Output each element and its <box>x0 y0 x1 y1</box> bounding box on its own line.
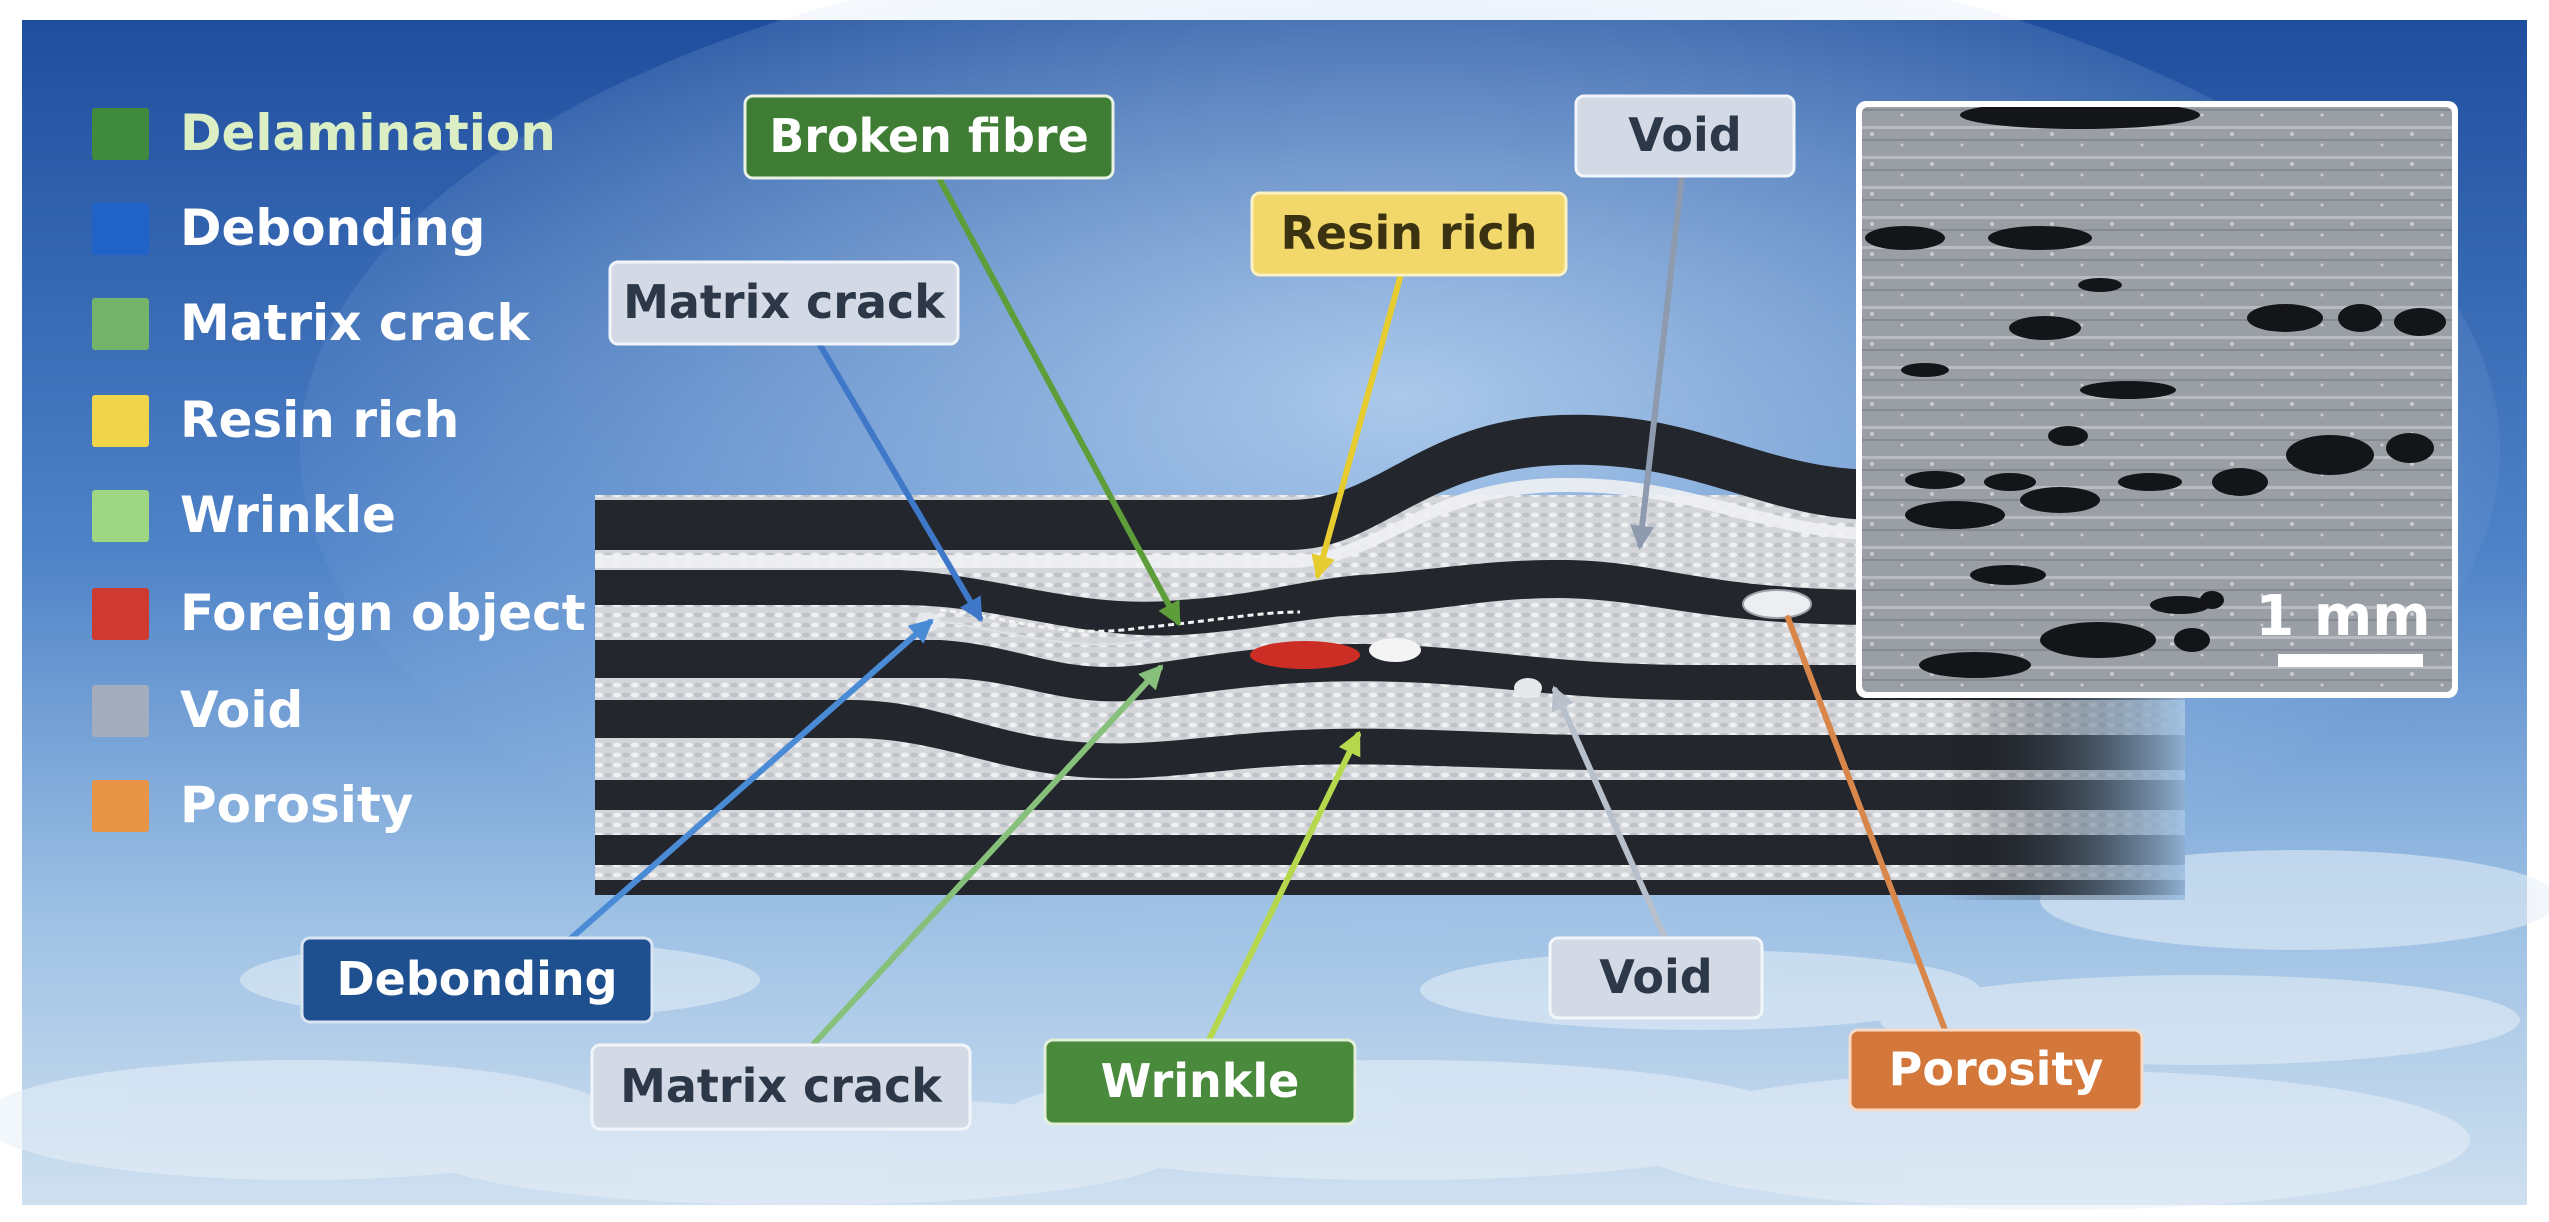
legend-item-void: Void <box>92 681 303 739</box>
callouts: Broken fibre Matrix crack Resin rich Voi… <box>300 94 2144 1131</box>
arrow-matrix-crack-bottom <box>807 664 1164 1051</box>
legend-label-resin-rich: Resin rich <box>180 391 459 449</box>
arrow-matrix-crack-top <box>817 342 983 623</box>
legend-label-delamination: Delamination <box>180 104 556 162</box>
legend-swatch-delamination <box>92 108 149 160</box>
legend-label-matrix-crack: Matrix crack <box>180 294 532 352</box>
callout-void-bottom-label: Void <box>1599 950 1712 1004</box>
legend-item-wrinkle: Wrinkle <box>92 486 396 544</box>
legend-item-delamination: Delamination <box>92 104 556 162</box>
callout-arrows <box>557 172 1948 1051</box>
arrow-debonding <box>557 618 934 951</box>
legend-item-resin-rich: Resin rich <box>92 391 459 449</box>
legend-item-debonding: Debonding <box>92 199 485 257</box>
legend-item-matrix-crack: Matrix crack <box>92 294 532 352</box>
clouds <box>0 850 2549 1210</box>
legend-swatch-matrix-crack <box>92 298 149 350</box>
micrograph-inset: 1 mm <box>1856 101 2458 698</box>
callout-wrinkle: Wrinkle <box>1043 1038 1357 1126</box>
scale-bar <box>2278 654 2423 667</box>
arrow-void-top <box>1630 172 1685 550</box>
legend-label-wrinkle: Wrinkle <box>180 486 396 544</box>
legend-label-debonding: Debonding <box>180 199 485 257</box>
legend-swatch-porosity <box>92 780 149 832</box>
legend-label-void: Void <box>180 681 303 739</box>
callout-matrix-crack-bottom: Matrix crack <box>590 1043 972 1131</box>
legend-item-porosity: Porosity <box>92 776 413 834</box>
arrow-wrinkle <box>1202 730 1361 1051</box>
callout-matrix-crack-bottom-label: Matrix crack <box>620 1059 943 1113</box>
callout-resin-rich-label: Resin rich <box>1281 206 1538 260</box>
callout-void-bottom: Void <box>1548 936 1764 1020</box>
scale-bar-label: 1 mm <box>2255 584 2430 649</box>
arrow-porosity <box>1785 615 1948 1033</box>
legend-swatch-debonding <box>92 203 149 255</box>
legend-swatch-resin-rich <box>92 395 149 447</box>
legend-label-foreign-object: Foreign object <box>180 584 586 642</box>
callout-debonding: Debonding <box>300 936 654 1024</box>
legend-label-porosity: Porosity <box>180 776 413 834</box>
legend-item-foreign-object: Foreign object <box>92 584 586 642</box>
callout-wrinkle-label: Wrinkle <box>1101 1054 1300 1108</box>
callout-debonding-label: Debonding <box>336 952 617 1006</box>
callout-void-top: Void <box>1574 94 1796 178</box>
legend-swatch-void <box>92 685 149 737</box>
legend-swatch-foreign-object <box>92 588 149 640</box>
arrow-broken-fibre <box>937 177 1181 627</box>
legend-swatch-wrinkle <box>92 490 149 542</box>
callout-void-top-label: Void <box>1628 108 1741 162</box>
legend: Delamination Debonding Matrix crack Resi… <box>92 104 586 834</box>
callout-broken-fibre: Broken fibre <box>743 94 1115 180</box>
arrow-void-bottom <box>1551 685 1668 941</box>
callout-matrix-crack-top-label: Matrix crack <box>623 275 946 329</box>
arrow-resin-rich <box>1311 275 1403 580</box>
callout-matrix-crack-top: Matrix crack <box>608 260 960 346</box>
callout-broken-fibre-label: Broken fibre <box>769 109 1089 163</box>
callout-resin-rich: Resin rich <box>1250 191 1568 277</box>
callout-porosity-label: Porosity <box>1889 1042 2104 1096</box>
callout-porosity: Porosity <box>1848 1028 2144 1112</box>
